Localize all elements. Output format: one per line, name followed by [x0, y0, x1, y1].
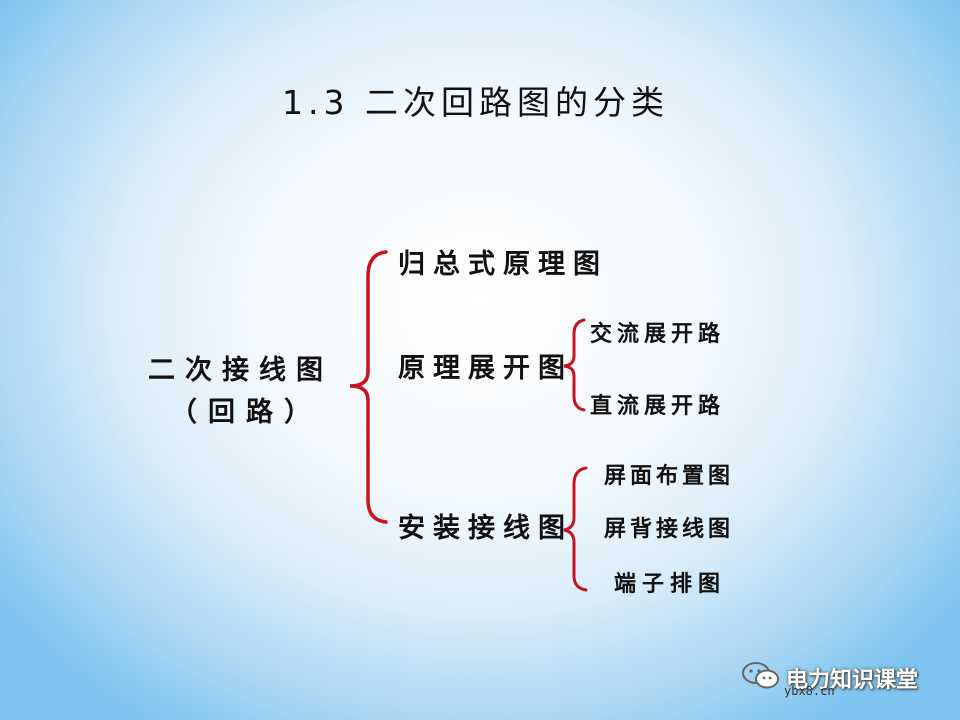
- leaf-terminal-block: 端子排图: [614, 572, 727, 597]
- leaf-panel-back-wiring: 屏背接线图: [604, 517, 735, 542]
- leaf-panel-layout: 屏面布置图: [604, 464, 735, 489]
- main-brace: [349, 250, 388, 524]
- slide-title: 1.3 二次回路图的分类: [282, 83, 669, 122]
- branch-expanded-diagram: 原理展开图: [398, 353, 573, 384]
- wechat-icon: [742, 662, 779, 689]
- root-label: 二次接线图: [148, 355, 333, 386]
- expand-brace: [563, 318, 586, 412]
- watermark-url: ybx8.cn: [784, 684, 835, 698]
- leaf-dc-circuit: 直流展开路: [590, 394, 726, 419]
- branch-installation-diagram: 安装接线图: [398, 513, 573, 544]
- install-brace: [563, 466, 588, 592]
- root-sublabel: （回路）: [170, 397, 322, 428]
- branch-summary-diagram: 归总式原理图: [398, 249, 608, 280]
- leaf-ac-circuit: 交流展开路: [590, 322, 726, 347]
- watermark-account-name: 电力知识课堂: [786, 668, 919, 693]
